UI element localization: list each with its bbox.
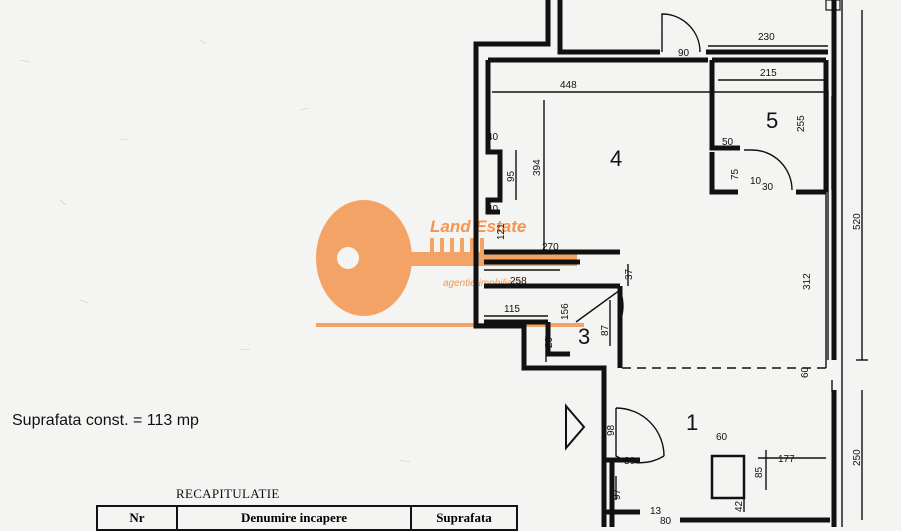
room-1-label: 1 bbox=[686, 410, 698, 435]
watermark-tagline: agentie imobiliara bbox=[443, 278, 522, 289]
dim-37: 37 bbox=[624, 268, 635, 280]
dim-60-box: 60 bbox=[716, 432, 728, 443]
dim-87: 87 bbox=[600, 324, 611, 336]
dim-90: 90 bbox=[678, 48, 690, 59]
dim-215: 215 bbox=[760, 68, 777, 79]
dim-80: 80 bbox=[660, 516, 672, 527]
dim-448: 448 bbox=[560, 80, 577, 91]
dim-97: 97 bbox=[612, 488, 623, 500]
dim-230: 230 bbox=[758, 32, 775, 43]
paper-texture bbox=[19, 39, 411, 463]
dim-115: 115 bbox=[504, 304, 520, 315]
dim-258: 258 bbox=[510, 276, 527, 287]
room-4-label: 4 bbox=[610, 146, 622, 171]
recap-col-area: Suprafata bbox=[410, 505, 518, 531]
recap-title: RECAPITULATIE bbox=[176, 486, 280, 501]
fixture-box bbox=[710, 454, 746, 500]
facade-strip bbox=[825, 0, 841, 11]
dim-85: 85 bbox=[754, 466, 765, 478]
dim-30-bottom: 30 bbox=[624, 456, 636, 467]
dim-156: 156 bbox=[560, 303, 571, 320]
dim-270: 270 bbox=[542, 242, 559, 253]
recap-col-room: Denumire incapere bbox=[176, 505, 412, 531]
dim-42: 42 bbox=[734, 500, 745, 512]
built-area-note: Suprafata const. = 113 mp bbox=[12, 412, 199, 429]
dim-30-top: 30 bbox=[762, 182, 774, 193]
dim-50: 50 bbox=[722, 137, 734, 148]
dim-250: 250 bbox=[852, 449, 863, 466]
dim-60-right: 60 bbox=[800, 366, 811, 378]
dim-520: 520 bbox=[852, 213, 863, 230]
dim-40-top: 40 bbox=[487, 132, 499, 143]
room-5-label: 5 bbox=[766, 108, 778, 133]
dim-10: 10 bbox=[750, 176, 762, 187]
dim-98: 98 bbox=[606, 424, 617, 436]
dim-75: 75 bbox=[730, 168, 741, 180]
recap-col-nr: Nr bbox=[96, 505, 178, 531]
dim-394: 394 bbox=[532, 159, 543, 176]
recap-table: Nr Denumire incapere Suprafata bbox=[96, 505, 518, 531]
dim-40-mid: 40 bbox=[487, 204, 499, 215]
walls bbox=[473, 0, 843, 527]
dim-255: 255 bbox=[796, 115, 807, 132]
dim-312: 312 bbox=[802, 273, 813, 290]
room-3-label: 3 bbox=[578, 324, 590, 349]
dimension-lines bbox=[484, 10, 868, 520]
doors bbox=[575, 13, 793, 464]
dim-121: 121 bbox=[496, 223, 507, 240]
dim-177: 177 bbox=[778, 454, 795, 465]
recap-header-row: Nr Denumire incapere Suprafata bbox=[96, 505, 518, 531]
entrance-arrow-icon bbox=[565, 403, 586, 451]
dim-20: 20 bbox=[544, 336, 555, 348]
dim-95: 95 bbox=[506, 170, 517, 182]
dim-13: 13 bbox=[650, 506, 662, 517]
